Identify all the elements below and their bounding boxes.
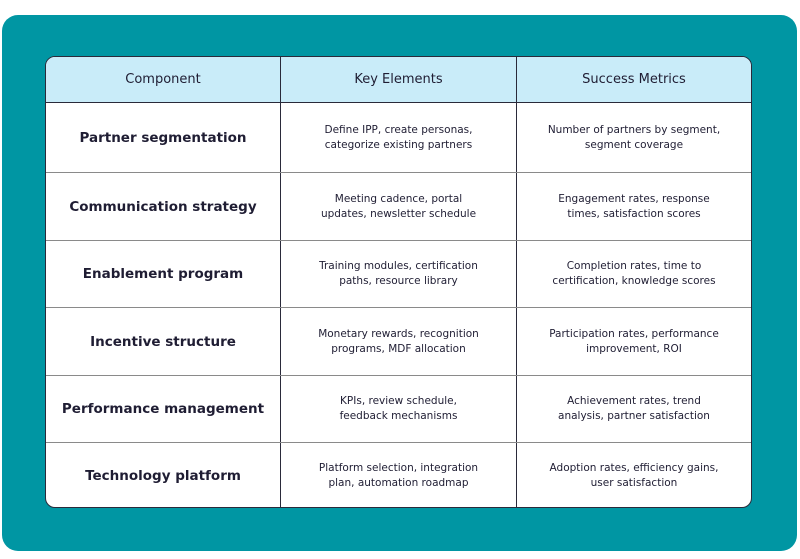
table-header: Component Key Elements Success Metrics [46, 57, 751, 103]
component-cell: Enablement program [46, 241, 281, 307]
header-key-elements: Key Elements [281, 57, 517, 102]
success-metrics-cell: Engagement rates, response times, satisf… [558, 192, 710, 220]
component-cell: Performance management [46, 376, 281, 442]
table-row: Partner segmentation Define IPP, create … [46, 103, 751, 173]
key-elements-cell: Platform selection, integration plan, au… [281, 443, 517, 507]
key-elements-cell: Monetary rewards, recognition programs, … [281, 308, 517, 375]
key-elements-cell: KPIs, review schedule, feedback mechanis… [281, 376, 517, 442]
component-cell: Incentive structure [46, 308, 281, 375]
table-row: Performance management KPIs, review sche… [46, 376, 751, 443]
success-metrics-cell: Number of partners by segment, segment c… [547, 123, 721, 151]
partner-program-table: Component Key Elements Success Metrics P… [45, 56, 752, 508]
table-row: Incentive structure Monetary rewards, re… [46, 308, 751, 376]
component-cell: Partner segmentation [46, 103, 281, 172]
success-metrics-cell: Completion rates, time to certification,… [552, 260, 716, 287]
component-cell: Technology platform [46, 443, 281, 507]
key-elements-cell: Define IPP, create personas, categorize … [281, 103, 517, 172]
component-cell: Communication strategy [46, 173, 281, 240]
table-row: Technology platform Platform selection, … [46, 443, 751, 507]
table-row: Enablement program Training modules, cer… [46, 241, 751, 308]
success-metrics-cell: Adoption rates, efficiency gains, user s… [549, 462, 719, 489]
key-elements-cell: Training modules, certification paths, r… [281, 241, 517, 307]
header-component: Component [46, 57, 281, 102]
header-success-metrics: Success Metrics [582, 72, 686, 87]
success-metrics-cell: Participation rates, performance improve… [549, 327, 719, 355]
table-row: Communication strategy Meeting cadence, … [46, 173, 751, 241]
key-elements-cell: Meeting cadence, portal updates, newslet… [281, 173, 517, 240]
success-metrics-cell: Achievement rates, trend analysis, partn… [558, 395, 710, 422]
